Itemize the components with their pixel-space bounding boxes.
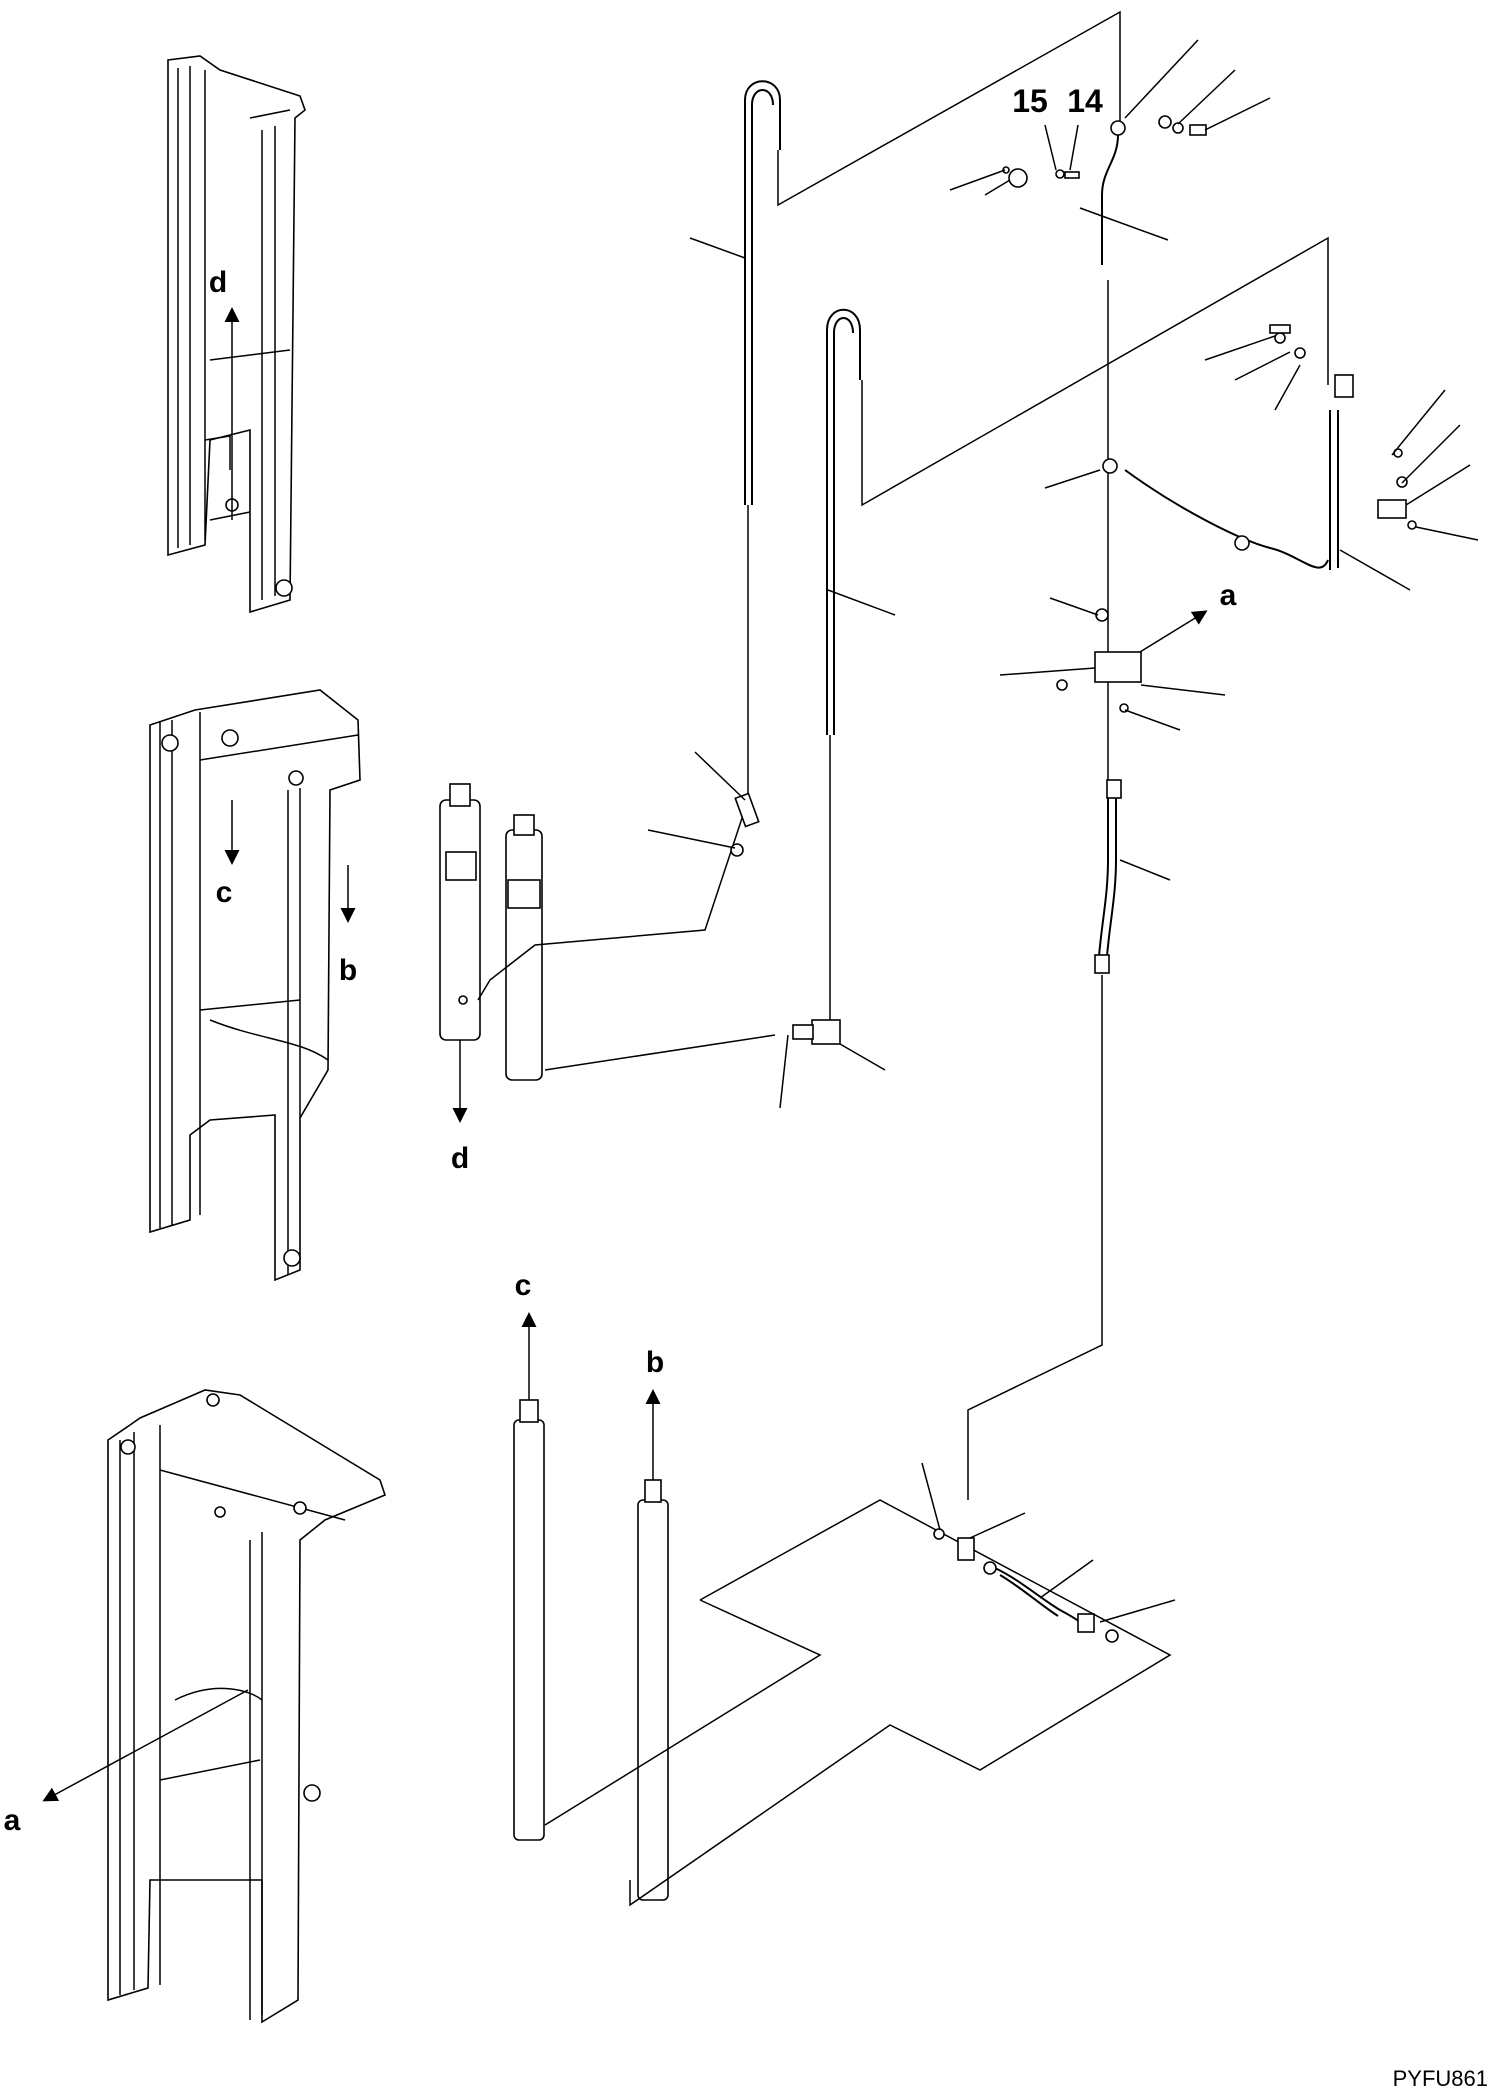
- mast-frame-middle: [149, 689, 361, 1282]
- connection-label-a-left: a: [4, 1804, 21, 1837]
- connection-label-d-top: d: [209, 266, 227, 299]
- mast-frame-upper: [167, 55, 306, 614]
- arrow-a-left: [42, 1689, 249, 1802]
- connection-label-c-mid: c: [216, 876, 233, 909]
- hose-routing: [477, 10, 1339, 1907]
- connection-label-b-mid: b: [339, 954, 357, 987]
- connection-label-d-low: d: [451, 1142, 469, 1175]
- leader-lines: [647, 39, 1479, 1623]
- connection-label-b-bottom: b: [646, 1346, 664, 1379]
- drawing-code: PYFU861: [1393, 2066, 1488, 2091]
- connection-label-a-right: a: [1220, 579, 1237, 612]
- connection-label-c-bottom: c: [515, 1269, 532, 1302]
- fittings: [730, 115, 1417, 1643]
- mast-frame-lower: [107, 1389, 386, 2024]
- callout-14: 14: [1067, 83, 1103, 119]
- callout-15: 15: [1012, 83, 1048, 119]
- free-lift-cylinders: [439, 783, 543, 1081]
- arrow-a-right: [1139, 610, 1208, 653]
- lift-cylinders: [513, 1399, 669, 1901]
